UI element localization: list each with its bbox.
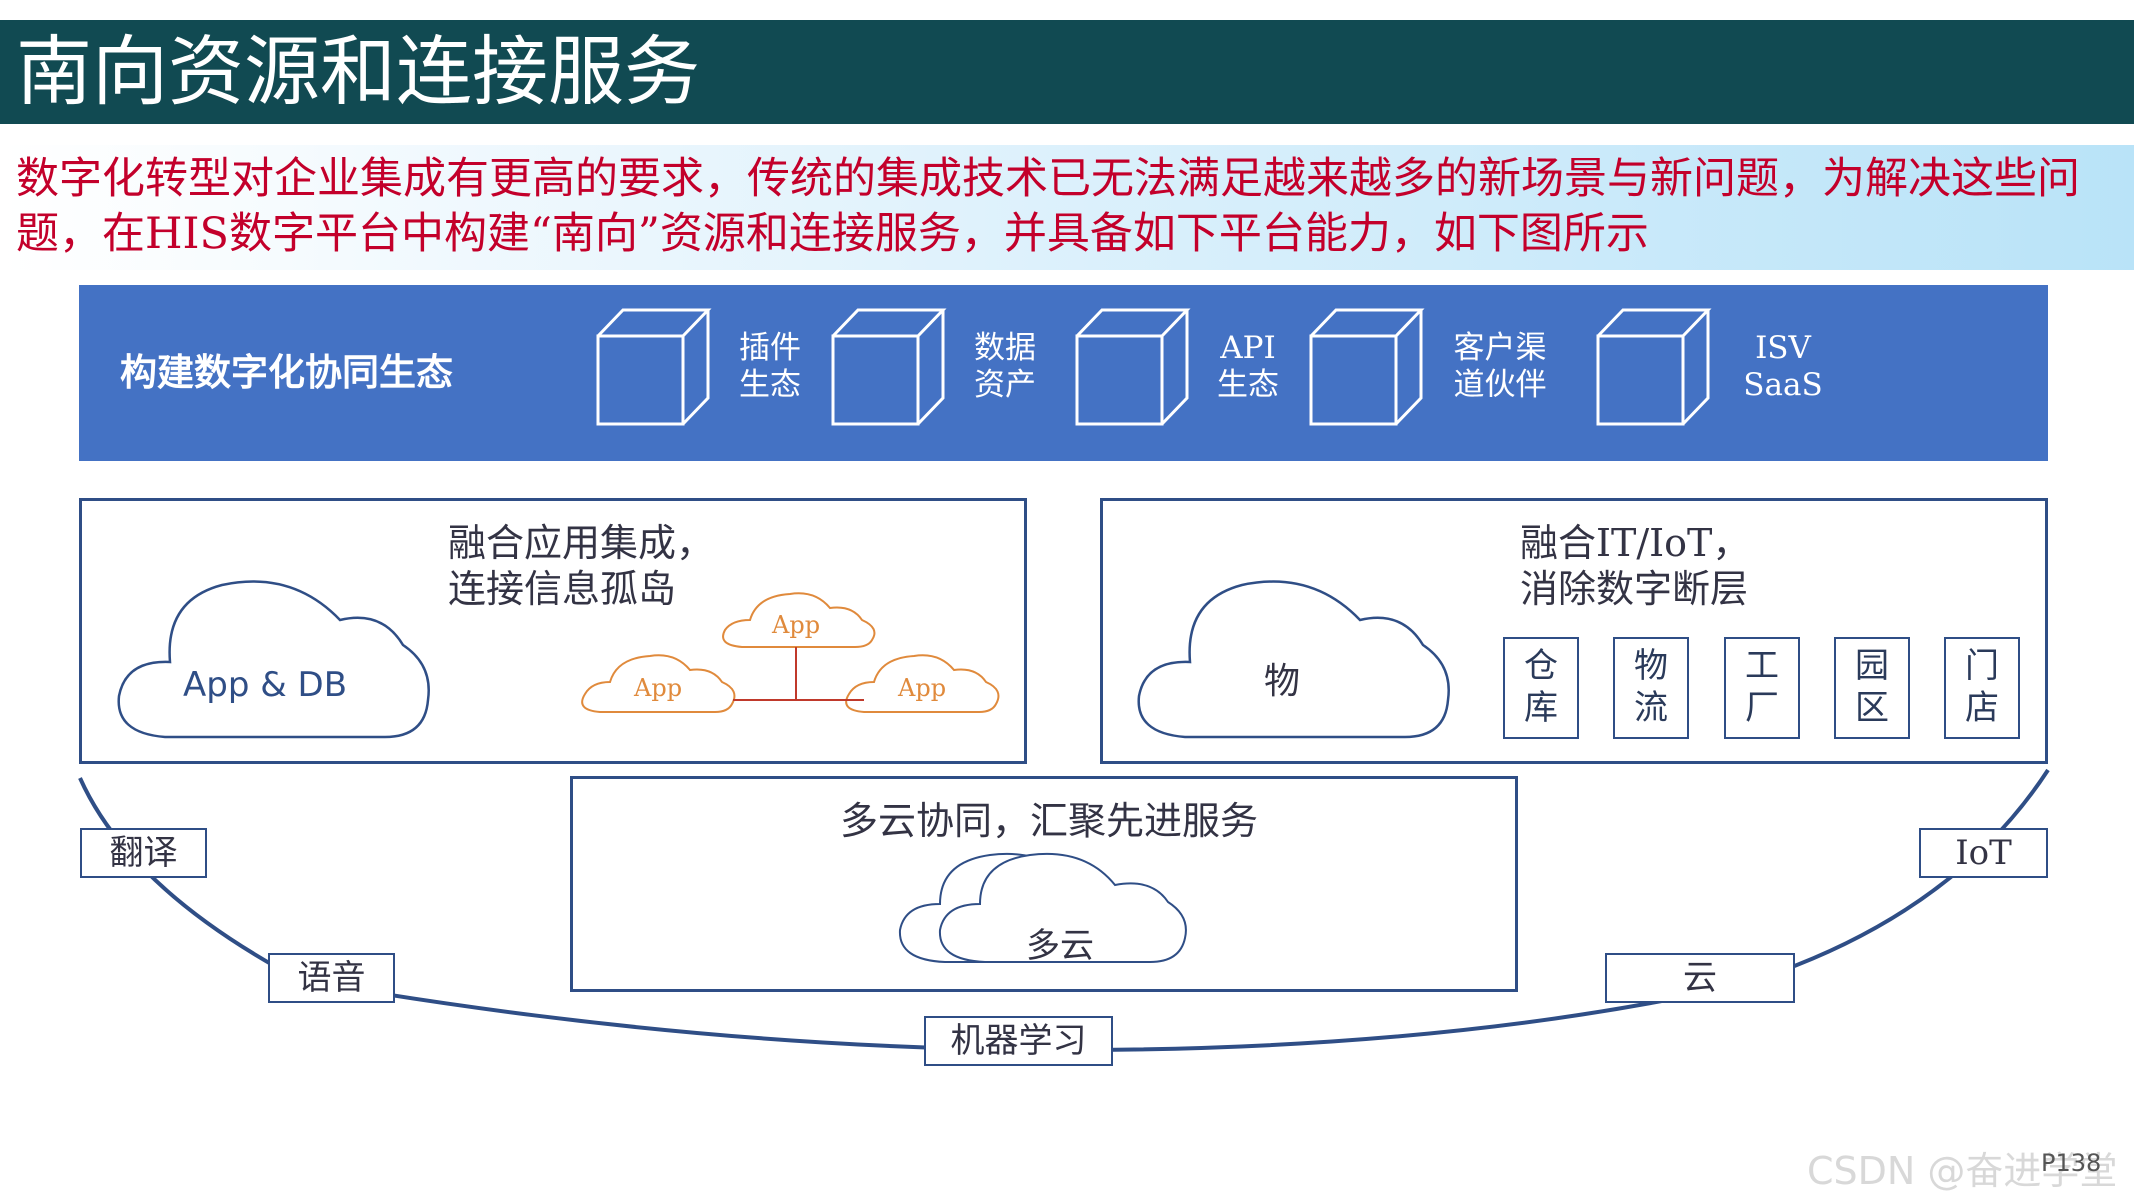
cube-icon-data xyxy=(831,308,947,426)
eco-item-isv: ISV SaaS xyxy=(1743,330,1823,403)
cloud-label-app-right: App xyxy=(898,674,947,702)
cloud-icon-things xyxy=(1137,580,1450,739)
ring-label-cloud: 云 xyxy=(1605,953,1795,1003)
ring-label-speech: 语音 xyxy=(268,953,395,1003)
eco-item-data: 数据 资产 xyxy=(974,330,1036,403)
ring-label-ml: 机器学习 xyxy=(924,1016,1113,1066)
cube-icon-isv xyxy=(1596,308,1712,426)
cube-icon-plugin xyxy=(596,308,712,426)
cube-icon-api xyxy=(1075,308,1191,426)
eco-item-channel: 客户渠 道伙伴 xyxy=(1453,330,1547,403)
watermark: CSDN @奋进学堂 xyxy=(1807,1149,2118,1193)
place-store: 门 店 xyxy=(1944,637,2020,739)
cloud-label-app-db: App & DB xyxy=(183,665,348,705)
eco-item-api: API 生态 xyxy=(1217,330,1279,403)
cloud-icon-app-db xyxy=(117,580,430,739)
it-iot-caption: 融合IT/IoT， 消除数字断层 xyxy=(1520,521,1751,611)
place-factory: 工 厂 xyxy=(1724,637,1800,739)
ecosystem-panel xyxy=(79,285,2048,461)
multicloud-caption: 多云协同，汇聚先进服务 xyxy=(840,799,1259,843)
cube-icon-channel xyxy=(1309,308,1425,426)
place-logistics: 物 流 xyxy=(1613,637,1689,739)
cloud-icon-multicloud xyxy=(938,852,1187,963)
cloud-icon-app-right xyxy=(845,654,1000,713)
place-park: 园 区 xyxy=(1834,637,1910,739)
place-warehouse: 仓 库 xyxy=(1503,637,1579,739)
app-integration-caption: 融合应用集成， 连接信息孤岛 xyxy=(448,521,715,611)
cloud-label-app-left: App xyxy=(634,674,683,702)
intro-band xyxy=(0,145,2134,270)
cloud-label-things: 物 xyxy=(1264,661,1301,702)
page-title: 南向资源和连接服务 xyxy=(16,27,700,116)
app-links xyxy=(733,647,864,701)
cloud-icon-app-left xyxy=(581,654,736,713)
page-number: P138 xyxy=(2041,1149,2102,1177)
cloud-icon-app-top xyxy=(722,592,876,648)
ring-label-iot: IoT xyxy=(1919,828,2048,878)
intro-text: 数字化转型对企业集成有更高的要求，传统的集成技术已无法满足越来越多的新场景与新问… xyxy=(16,154,2080,259)
ecosystem-title: 构建数字化协同生态 xyxy=(120,351,453,394)
title-bar xyxy=(0,20,2134,124)
ring-label-translate: 翻译 xyxy=(80,828,207,878)
cloud-label-app-top: App xyxy=(772,611,821,639)
cloud-label-multicloud: 多云 xyxy=(1026,926,1094,966)
eco-item-plugin: 插件 生态 xyxy=(739,330,801,403)
